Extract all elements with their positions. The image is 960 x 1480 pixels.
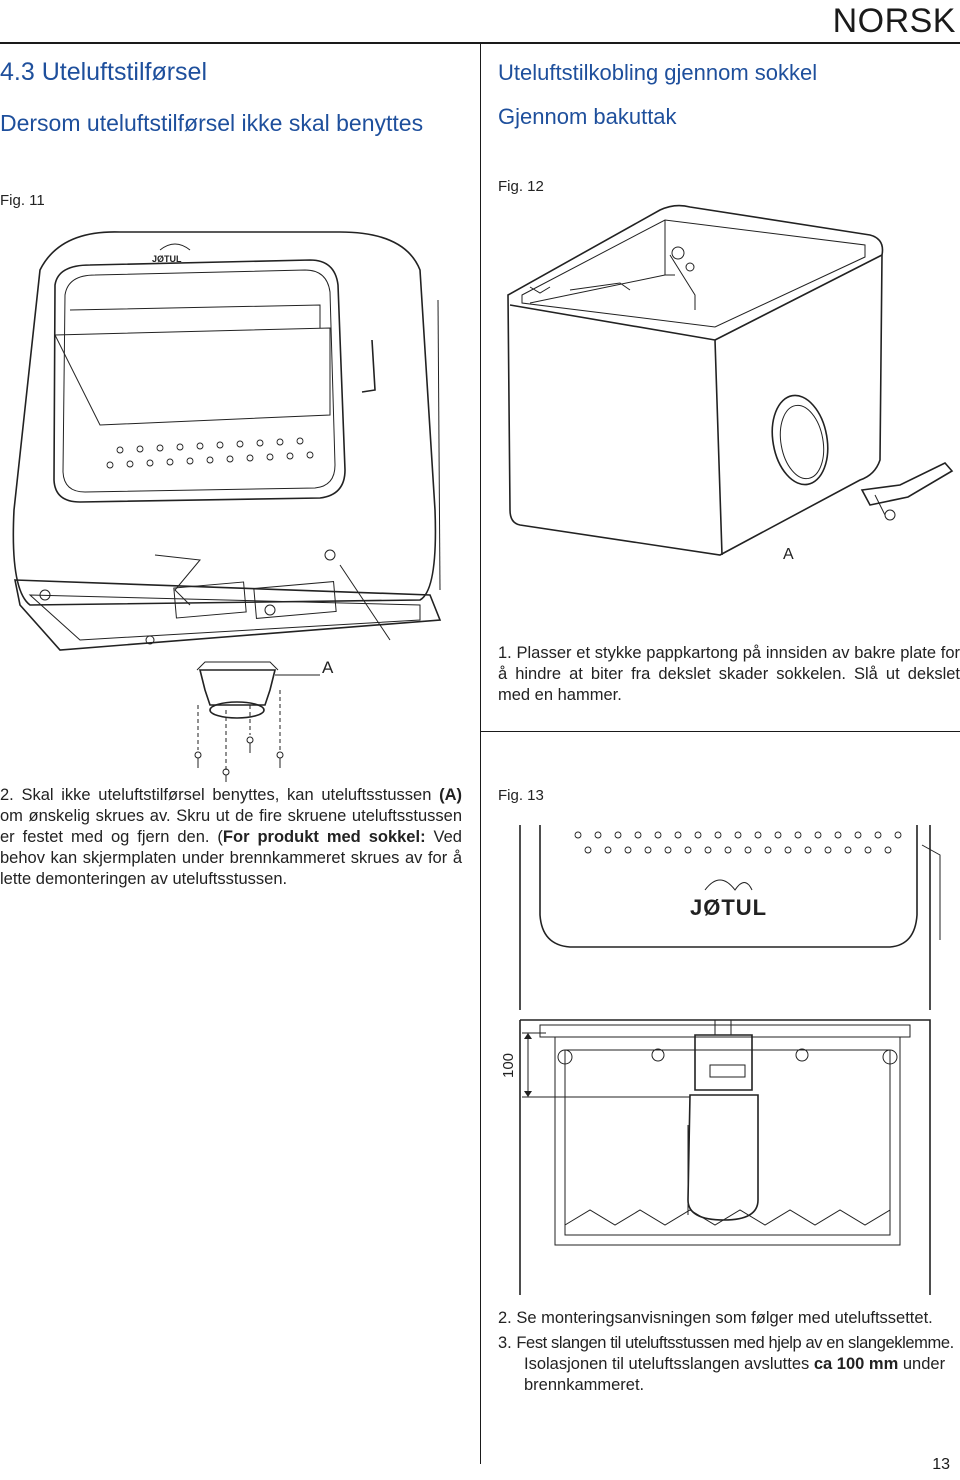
step-2-text: Se monteringsanvisningen som følger med …	[516, 1309, 933, 1327]
fig11-callout-a: A	[322, 658, 334, 677]
step2-number: 2.	[0, 786, 14, 804]
right-subheading: Gjennom bakuttak	[498, 104, 677, 129]
step-3-number: 3.	[498, 1334, 512, 1352]
step-3-bold: ca 100 mm	[813, 1355, 899, 1373]
step2-paragraph: 2. Skal ikke uteluftstilførsel benyttes,…	[0, 785, 462, 890]
fig12-base-illustration	[507, 204, 954, 556]
fig13-dimension: 100	[500, 1052, 517, 1078]
section-subtitle: Dersom uteluftstilførsel ikke skal benyt…	[0, 110, 424, 136]
fig12-label: Fig. 12	[498, 178, 544, 195]
step-3-text2: Isolasjonen til uteluftsslangen avslutte…	[524, 1355, 810, 1373]
section-title: 4.3 Uteluftstilførsel	[0, 58, 208, 86]
fig11-label: Fig. 11	[0, 192, 45, 209]
air-holes-top	[574, 831, 902, 854]
fig12-callout-a: A	[783, 546, 794, 563]
screws	[194, 690, 284, 782]
step1-text: Plasser et stykke pappkartong på innside…	[498, 644, 960, 704]
page-number: 13	[932, 1456, 950, 1473]
air-holes	[106, 437, 314, 469]
header-rule	[0, 42, 960, 44]
step-2-number: 2.	[498, 1309, 512, 1327]
language-label: NORSK	[832, 2, 956, 40]
svg-text:JØTUL: JØTUL	[152, 254, 182, 264]
step1-paragraph: 1. Plasser et stykke pappkartong på inns…	[498, 643, 960, 706]
fig13-front-illustration	[519, 825, 941, 1295]
fig13-label: Fig. 13	[498, 787, 544, 804]
brand-logo: JØTUL	[690, 895, 768, 920]
step2-text-e: Ved behov kan skjermplaten under brennka…	[0, 828, 462, 888]
fig11-stove-illustration: JØTUL	[12, 231, 442, 782]
step-3-text: Fest slangen til uteluftsstussen med hje…	[516, 1334, 954, 1352]
right-section-divider	[480, 731, 960, 732]
step-2-item: 2. Se monteringsanvisningen som følger m…	[498, 1308, 960, 1329]
right-heading: Uteluftstilkobling gjennom sokkel	[498, 60, 818, 85]
step2-text-b: (A)	[439, 786, 462, 804]
step1-number: 1.	[498, 644, 512, 662]
step-3-text3: under brennkammeret.	[524, 1355, 946, 1394]
bottom-steps: 2. Se monteringsanvisningen som følger m…	[498, 1308, 960, 1396]
column-divider	[480, 44, 481, 1464]
step2-text-c: om ønskelig skrues av. Skru ut de fire s…	[0, 807, 462, 846]
step2-text-d: For produkt med sokkel:	[222, 828, 426, 846]
step-3-item: 3. Fest slangen til uteluftsstussen med …	[498, 1333, 960, 1396]
step2-text-a: Skal ikke uteluftstilførsel benyttes, ka…	[21, 786, 432, 804]
